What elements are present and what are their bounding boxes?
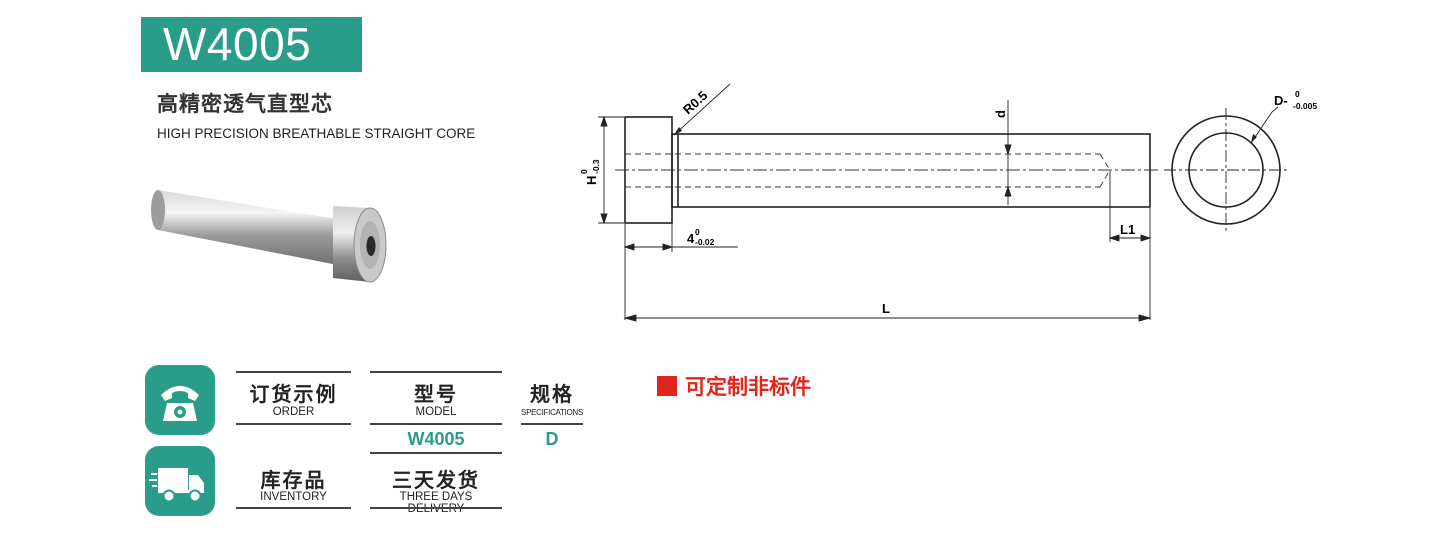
divider	[521, 423, 583, 425]
l-label: L	[882, 301, 890, 316]
model-code: W4005	[163, 18, 312, 70]
divider	[370, 507, 502, 509]
l1-label: L1	[1120, 222, 1135, 237]
svg-text:D-: D-	[1274, 93, 1288, 108]
inventory-label-cn: 库存品	[260, 468, 327, 492]
divider	[236, 507, 351, 509]
red-square-icon	[657, 376, 677, 396]
core-shaft	[671, 133, 1151, 208]
order-label-en: ORDER	[272, 406, 315, 418]
spec-label-en: SPECIFICATIONS	[521, 408, 583, 417]
product-photo	[151, 190, 387, 283]
product-title-en: HIGH PRECISION BREATHABLE STRAIGHT CORE	[157, 126, 476, 141]
divider	[236, 371, 351, 373]
svg-text:-0.02: -0.02	[695, 237, 715, 247]
svg-text:4: 4	[687, 231, 695, 246]
svg-text:-0.3: -0.3	[591, 159, 601, 174]
svg-text:0: 0	[579, 169, 589, 174]
technical-drawing: H 0 -0.3 R0.5 d 4 0 -0.02 L1 L	[579, 83, 1317, 322]
product-title-cn: 高精密透气直型芯	[157, 92, 333, 116]
svg-text:0: 0	[695, 227, 700, 237]
r-label: R0.5	[680, 88, 710, 118]
svg-text:H: H	[584, 176, 599, 185]
spec-label-cn: 规格	[530, 382, 574, 406]
phone-icon	[145, 365, 215, 435]
delivery-label-en: THREE DAYS DELIVERY	[399, 491, 473, 515]
inventory-label-en: INVENTORY	[260, 491, 327, 503]
svg-text:0: 0	[1295, 89, 1300, 99]
custom-notice-text: 可定制非标件	[685, 375, 811, 399]
model-label-cn: 型号	[414, 382, 458, 406]
divider	[370, 423, 502, 425]
truck-icon	[145, 446, 215, 516]
diameter-label: D- 0 -0.005	[1274, 89, 1317, 111]
model-title-badge: W4005	[141, 17, 362, 72]
model-label-en: MODEL	[415, 406, 457, 418]
divider	[370, 371, 502, 373]
divider	[370, 452, 502, 454]
h-dimension-label: H 0 -0.3	[579, 159, 601, 185]
model-value: W4005	[407, 429, 465, 449]
divider	[236, 423, 351, 425]
d-label: d	[993, 110, 1008, 118]
custom-notice: 可定制非标件	[657, 371, 811, 401]
head-length-label: 4 0 -0.02	[687, 227, 715, 247]
order-label-cn: 订货示例	[249, 382, 338, 406]
svg-text:-0.005: -0.005	[1293, 101, 1317, 111]
spec-value: D	[545, 429, 559, 449]
delivery-label-cn: 三天发货	[392, 468, 480, 492]
